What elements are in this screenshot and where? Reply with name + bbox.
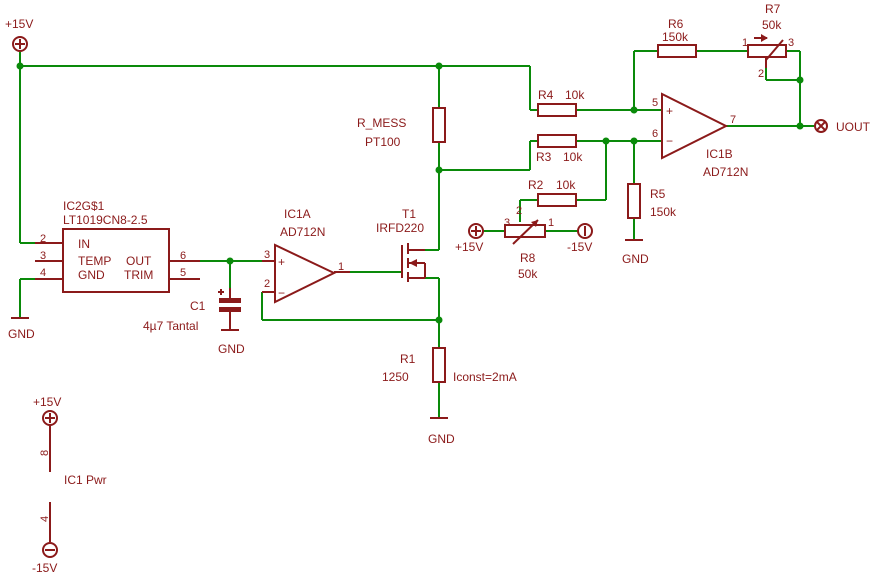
- wires: [19, 50, 815, 418]
- rmess-name: R_MESS: [357, 116, 406, 130]
- pwr-plus-label: +15V: [33, 395, 61, 409]
- pwr-pin4: 4: [39, 516, 51, 522]
- ic2-voltage-reference: IC2G$1 LT1019CN8-2.5 IN TEMP GND OUT TRI…: [35, 199, 200, 293]
- ic2-pinnum-4: 4: [40, 267, 46, 279]
- ic1a-name: IC1A: [284, 207, 311, 221]
- r3-name: R3: [536, 150, 552, 164]
- ic2-pinnum-2: 2: [40, 233, 46, 245]
- resistor-r2: R2 10k: [528, 178, 577, 207]
- r7-pin3: 3: [788, 37, 794, 49]
- r5-value: 150k: [650, 205, 677, 219]
- ic1b-pin6: 6: [652, 128, 658, 140]
- resistor-r4: R4 10k: [537, 88, 585, 117]
- resistor-r1: R1 1250 Iconst=2mA GND: [382, 347, 517, 446]
- r8-pin1: 1: [548, 217, 554, 229]
- r7-pin1: 1: [742, 37, 748, 49]
- r1-name: R1: [400, 352, 416, 366]
- ic2-pinnum-5: 5: [180, 267, 186, 279]
- mosfet-t1: T1 IRFD220: [376, 207, 426, 282]
- r7-pin2: 2: [758, 68, 764, 80]
- r3-value: 10k: [563, 150, 583, 164]
- rmess-value: PT100: [365, 135, 401, 149]
- ic1a-minus: −: [278, 286, 285, 300]
- r6-value: 150k: [662, 30, 689, 44]
- ic1b-name: IC1B: [706, 147, 733, 161]
- junction-dots: [16, 62, 804, 324]
- pwr-name: IC1 Pwr: [64, 473, 107, 487]
- gnd-r5-label: GND: [622, 252, 649, 266]
- gnd-r1-label: GND: [428, 432, 455, 446]
- c1-value: 4µ7 Tantal: [143, 319, 198, 333]
- r5-name: R5: [650, 187, 666, 201]
- ic2-value: LT1019CN8-2.5: [63, 213, 148, 227]
- potentiometer-r7: R7 50k 1 2 3: [742, 2, 794, 80]
- r8-plus-label: +15V: [455, 240, 483, 254]
- ic2-pinnum-3: 3: [40, 250, 46, 262]
- r8-name: R8: [520, 251, 536, 265]
- supply-plus-15v-top: +15V: [5, 17, 33, 52]
- ic1b-pin5: 5: [652, 97, 658, 109]
- ic2-pin-trim: TRIM: [124, 268, 153, 282]
- ic2-pinnum-6: 6: [180, 250, 186, 262]
- ic2-pin-temp: TEMP: [78, 254, 111, 268]
- ic2-name: IC2G$1: [63, 199, 105, 213]
- ic1a-plus: +: [278, 255, 285, 269]
- ic1b-pin7: 7: [730, 114, 736, 126]
- r2-name: R2: [528, 178, 544, 192]
- capacitor-c1: C1 4µ7 Tantal GND: [143, 288, 245, 356]
- ic2-pin-in: IN: [78, 237, 90, 251]
- resistor-r5: R5 150k GND: [622, 183, 677, 266]
- resistor-r-mess: R_MESS PT100: [357, 107, 446, 149]
- t1-value: IRFD220: [376, 221, 424, 235]
- r6-name: R6: [668, 17, 684, 31]
- r7-name: R7: [765, 2, 781, 16]
- r8-minus-label: -15V: [567, 240, 592, 254]
- r8-pin3: 3: [504, 217, 510, 229]
- ic1b-plus: +: [666, 104, 673, 118]
- ic2-pin-out: OUT: [126, 254, 152, 268]
- uout-label: UOUT: [836, 120, 871, 134]
- opamp-ic1b: + − 5 6 7 IC1B AD712N: [652, 92, 748, 179]
- gnd-c1-label: GND: [218, 342, 245, 356]
- gnd-left-label: GND: [8, 327, 35, 341]
- resistor-r3: R3 10k: [536, 134, 583, 164]
- c1-name: C1: [190, 299, 206, 313]
- r4-name: R4: [538, 88, 554, 102]
- r7-value: 50k: [762, 18, 782, 32]
- ic1b-minus: −: [666, 134, 673, 148]
- r8-value: 50k: [518, 267, 538, 281]
- ic1a-pin1: 1: [338, 261, 344, 273]
- t1-name: T1: [402, 207, 416, 221]
- r1-value: 1250: [382, 370, 409, 384]
- ic1-power-pins: +15V 8 IC1 Pwr 4 -15V: [32, 395, 107, 575]
- r8-pin2: 2: [516, 205, 522, 217]
- r4-value: 10k: [565, 88, 585, 102]
- iconst-label: Iconst=2mA: [453, 370, 517, 384]
- opamp-ic1a: + − IC1A AD712N 3 2 1: [262, 207, 350, 304]
- pwr-minus-label: -15V: [32, 561, 57, 575]
- ic1a-pin2: 2: [264, 278, 270, 290]
- r2-value: 10k: [556, 178, 576, 192]
- pwr-pin8: 8: [39, 450, 51, 456]
- gnd-symbol-left: GND: [8, 317, 35, 341]
- top-rail-label: +15V: [5, 17, 33, 31]
- ic2-pin-gnd: GND: [78, 268, 105, 282]
- uout-terminal: UOUT: [814, 119, 871, 134]
- ic1a-pin3: 3: [264, 249, 270, 261]
- ic1b-value: AD712N: [703, 165, 748, 179]
- resistor-r6: R6 150k: [657, 17, 697, 58]
- potentiometer-r8: 3 2 1 +15V -15V R8 50k: [455, 205, 593, 281]
- ic1a-value: AD712N: [280, 225, 325, 239]
